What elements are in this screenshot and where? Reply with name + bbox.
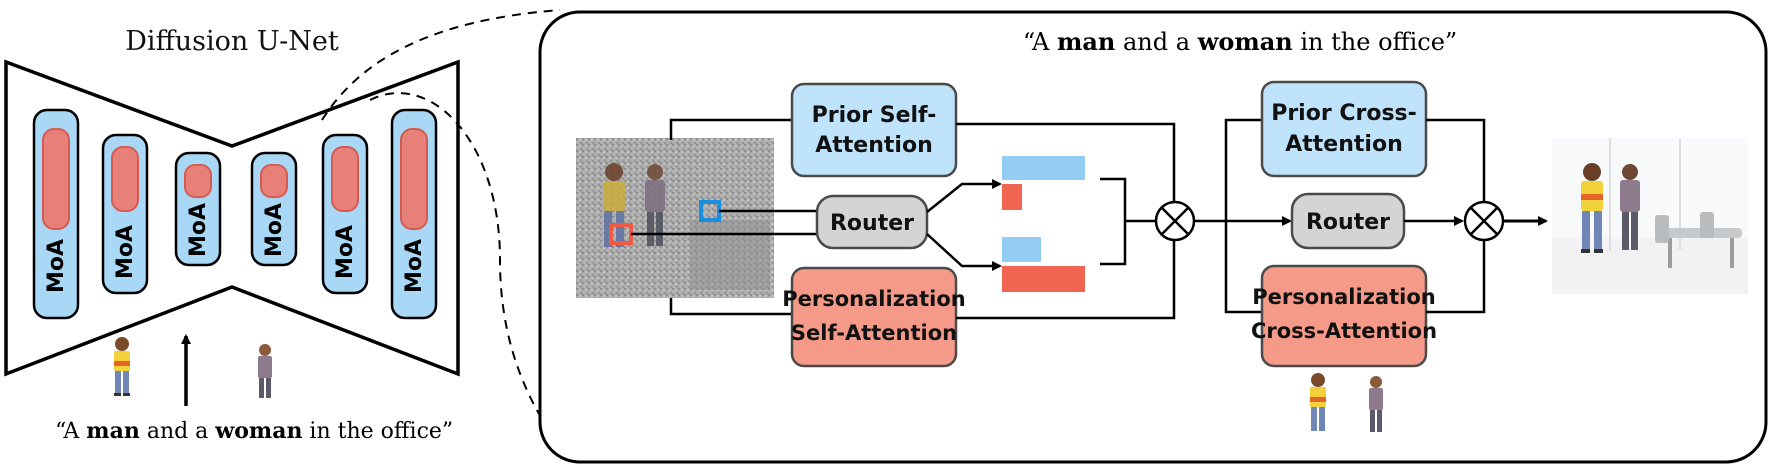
moa-label: MoA <box>333 225 358 279</box>
man-figure-icon <box>1310 373 1326 431</box>
router-weights-token-2 <box>1002 237 1085 292</box>
noisy-input-image <box>576 138 774 298</box>
weight-bar-personal-2 <box>1002 266 1085 292</box>
moa-block-1: MoA <box>32 108 80 320</box>
zoom-line-bottom <box>369 92 569 459</box>
personalization-self-attention-box: Personalization Self-Attention <box>782 266 966 368</box>
prior-self-line1: Prior Self- <box>812 103 937 128</box>
moa-block-3: MoA <box>174 151 222 267</box>
moa-label: MoA <box>113 225 138 279</box>
moa-label: MoA <box>262 203 287 257</box>
prior-cross-attention-box: Prior Cross- Attention <box>1260 80 1428 178</box>
personal-cross-line1: Personalization <box>1252 285 1435 309</box>
moa-label: MoA <box>44 239 69 293</box>
prior-cross-line2: Attention <box>1285 132 1402 157</box>
moa-block-4: MoA <box>250 151 298 267</box>
prior-self-input-line <box>669 118 792 140</box>
cross-router-label: Router <box>1306 210 1390 235</box>
personal-cross-output-line <box>1426 241 1486 314</box>
router-weights-token-1 <box>1002 156 1085 210</box>
multiply-icon <box>1154 200 1196 242</box>
zoom-line-top <box>321 9 561 121</box>
personalization-cross-attention-box: Personalization Cross-Attention <box>1251 264 1437 368</box>
prior-cross-line1: Prior Cross- <box>1271 101 1417 126</box>
weight-bar-prior-1 <box>1002 156 1085 180</box>
multiply-icon <box>1463 200 1505 242</box>
prior-cross-output-line <box>1426 118 1486 201</box>
prior-self-line2: Attention <box>815 133 932 158</box>
personal-cross-line2: Cross-Attention <box>1251 319 1437 343</box>
personal-self-line1: Personalization <box>782 287 965 311</box>
prior-self-attention-box: Prior Self- Attention <box>790 82 958 178</box>
personal-self-input-line <box>669 298 792 316</box>
moa-label: MoA <box>402 239 427 293</box>
weight-bar-prior-2 <box>1002 237 1041 262</box>
unet-title: Diffusion U-Net <box>125 26 339 57</box>
self-router-label: Router <box>830 211 914 236</box>
moa-block-5: MoA <box>321 133 369 295</box>
woman-figure-icon <box>258 344 272 398</box>
moa-block-6: MoA <box>390 108 438 320</box>
left-prompt: “A man and a woman in the office” <box>55 418 453 444</box>
self-router-box: Router <box>815 194 929 250</box>
weight-bar-personal-1 <box>1002 184 1022 210</box>
moa-label: MoA <box>186 203 211 257</box>
personal-self-line2: Self-Attention <box>791 321 957 345</box>
personal-self-output-line <box>956 241 1176 320</box>
right-prompt: “A man and a woman in the office” <box>1023 27 1457 56</box>
cross-input-bracket <box>1224 118 1262 314</box>
woman-figure-icon <box>1369 376 1383 432</box>
moa-block-2: MoA <box>101 133 149 295</box>
output-image <box>1552 138 1748 294</box>
router-to-bars-top <box>926 179 1002 213</box>
cross-router-box: Router <box>1290 192 1406 250</box>
router-to-bars-bottom <box>926 233 1002 271</box>
prior-self-output-line <box>956 122 1176 201</box>
man-figure-icon <box>114 337 130 396</box>
